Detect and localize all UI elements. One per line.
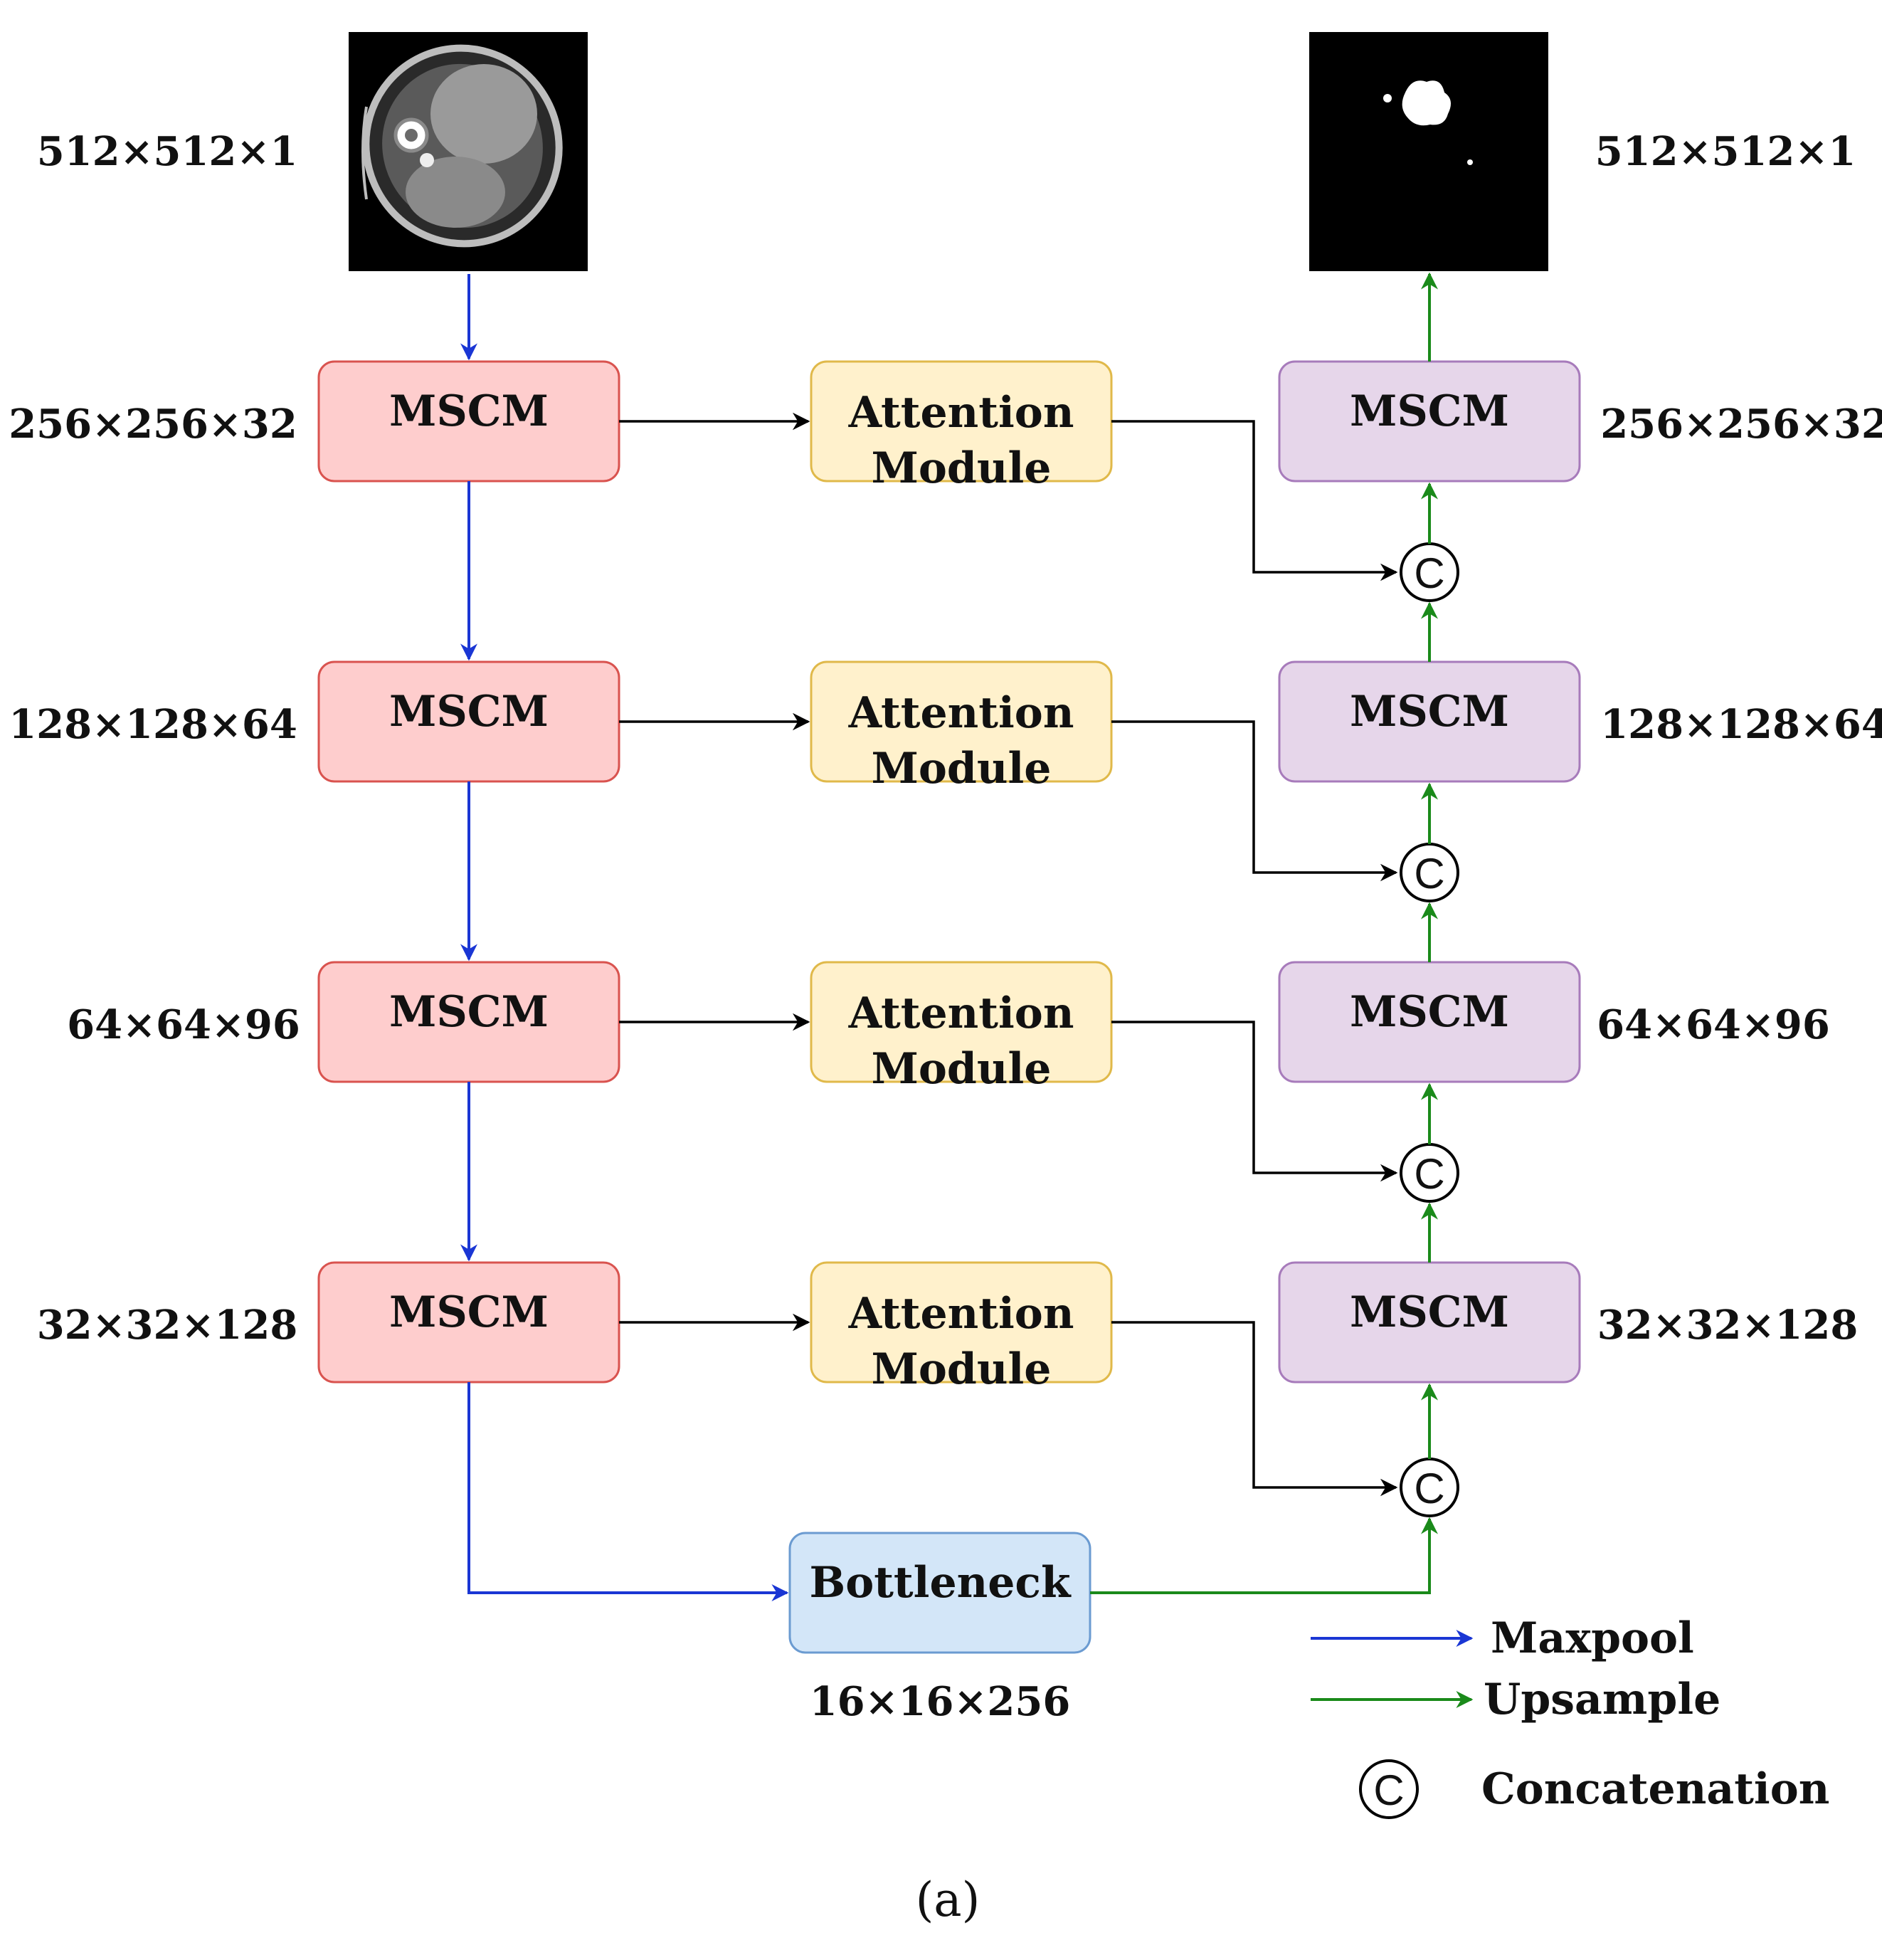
decoder-1-dims: 256×256×32 (1600, 401, 1882, 448)
legend-concat-symbol: C (1373, 1766, 1404, 1814)
attention-module-3: Attention Module (810, 961, 1113, 1094)
figure-caption: (a) (916, 1872, 980, 1927)
concat-node-2: C (1400, 843, 1459, 902)
attention-module-2-line2: Module (872, 744, 1052, 794)
maxpool-arrow-4 (467, 1382, 789, 1601)
attention-module-2-line1: Attention (848, 688, 1074, 738)
decoder-3-dims: 64×64×96 (1597, 1001, 1830, 1048)
bottleneck-dims: 16×16×256 (810, 1678, 1071, 1725)
encoder-block-2-label: MSCM (389, 687, 549, 737)
legend-concatenation-label: Concatenation (1481, 1764, 1829, 1814)
legend: Maxpool Upsample C Concatenation (1311, 1613, 1829, 1819)
input-dims: 512×512×1 (37, 128, 298, 175)
attention-to-concat-4 (1111, 1321, 1398, 1497)
encoder-block-1: MSCM (317, 360, 620, 483)
decoder-block-1-label: MSCM (1350, 386, 1509, 436)
encoder-block-1-label: MSCM (389, 386, 549, 436)
encoder-2-dims: 128×128×64 (9, 701, 297, 748)
decoder-4-dims: 32×32×128 (1597, 1302, 1859, 1349)
encoder-block-3-label: MSCM (389, 987, 549, 1037)
decoder-block-4-label: MSCM (1350, 1287, 1509, 1337)
decoder-block-1: MSCM (1278, 360, 1581, 483)
encoder-block-3: MSCM (317, 961, 620, 1083)
decoder-block-2-label: MSCM (1350, 687, 1509, 737)
legend-maxpool-label: Maxpool (1491, 1613, 1694, 1663)
concat-node-1: C (1400, 542, 1459, 602)
decoder-2-dims: 128×128×64 (1600, 701, 1882, 748)
bottleneck-block: Bottleneck (788, 1532, 1091, 1654)
encoder-block-4: MSCM (317, 1261, 620, 1384)
decoder-block-3: MSCM (1278, 961, 1581, 1083)
encoder-block-2: MSCM (317, 660, 620, 783)
encoder-4-dims: 32×32×128 (37, 1302, 298, 1349)
concat-node-4-symbol: C (1414, 1465, 1444, 1512)
attention-to-concat-1 (1111, 420, 1398, 581)
attention-to-concat-2 (1111, 720, 1398, 882)
decoder-block-4: MSCM (1278, 1261, 1581, 1384)
attention-module-4-line1: Attention (848, 1289, 1074, 1339)
legend-upsample-label: Upsample (1484, 1675, 1720, 1724)
encoder-3-dims: 64×64×96 (67, 1001, 300, 1048)
output-image-frame (1309, 32, 1548, 271)
bottleneck-label: Bottleneck (809, 1558, 1071, 1608)
upsample-arrow-bottleneck (1090, 1517, 1438, 1594)
output-image (1309, 32, 1548, 271)
concat-node-2-symbol: C (1414, 850, 1444, 897)
attention-module-1: Attention Module (810, 360, 1113, 493)
attention-module-1-line2: Module (872, 443, 1052, 493)
attention-module-4: Attention Module (810, 1261, 1113, 1394)
legend-concat-icon (1359, 1759, 1419, 1819)
attention-module-3-line2: Module (872, 1044, 1052, 1094)
attention-module-3-line1: Attention (848, 989, 1074, 1038)
segmentation-mask-icon (1383, 80, 1473, 165)
concat-node-4: C (1400, 1458, 1459, 1517)
concat-node-3: C (1400, 1143, 1459, 1203)
concat-node-3-symbol: C (1414, 1150, 1444, 1198)
attention-module-4-line2: Module (872, 1344, 1052, 1394)
attention-module-1-line1: Attention (848, 388, 1074, 438)
decoder-block-3-label: MSCM (1350, 987, 1509, 1037)
decoder-block-2: MSCM (1278, 660, 1581, 783)
attention-module-2: Attention Module (810, 660, 1113, 794)
concat-node-1-symbol: C (1414, 549, 1444, 597)
input-image (349, 32, 588, 271)
encoder-block-4-label: MSCM (389, 1287, 549, 1337)
encoder-1-dims: 256×256×32 (9, 401, 297, 448)
attention-to-concat-3 (1111, 1021, 1398, 1182)
output-dims: 512×512×1 (1595, 128, 1856, 175)
ct-slice-icon (361, 44, 563, 248)
